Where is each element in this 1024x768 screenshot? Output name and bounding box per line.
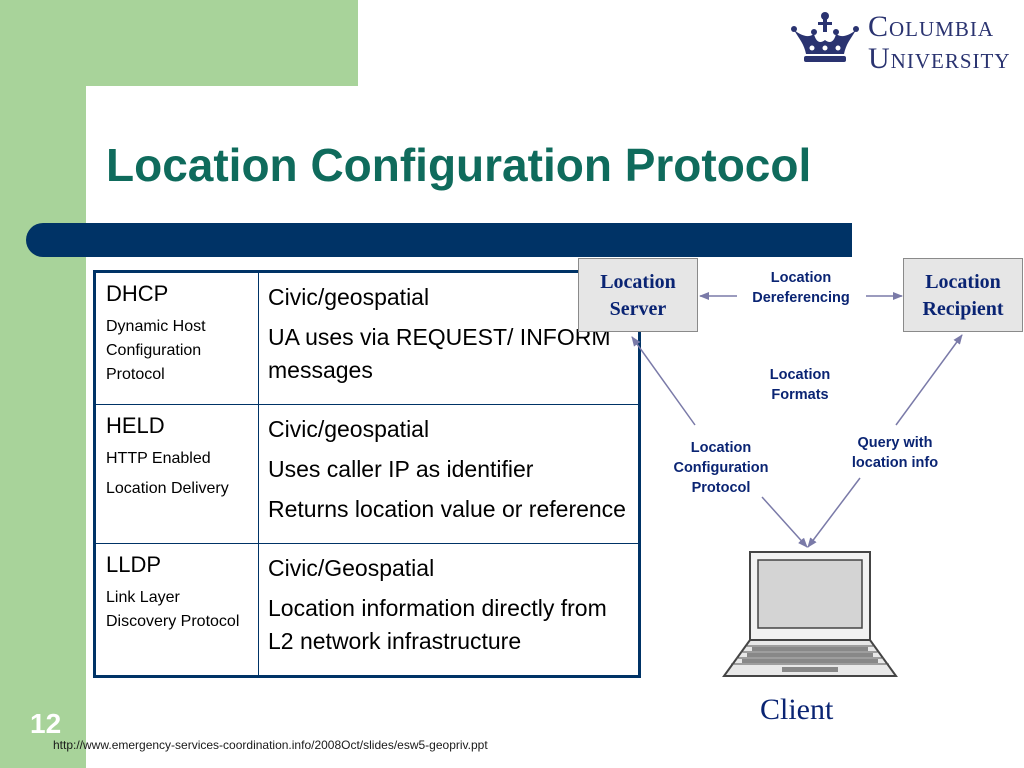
protocol-detail-line: UA uses via REQUEST/ INFORM messages bbox=[268, 324, 611, 383]
formats-label: Location Formats bbox=[769, 367, 831, 403]
protocol-detail-line: Uses caller IP as identifier bbox=[268, 456, 534, 482]
lcp-arrow-to-server bbox=[631, 336, 696, 426]
query-arrow-to-recipient bbox=[895, 334, 963, 426]
crown-icon bbox=[791, 12, 859, 62]
lcp-arrow-to-client bbox=[761, 496, 808, 548]
protocol-full-name-line: Location Delivery bbox=[106, 480, 229, 497]
location-recipient-box: Location Recipient bbox=[903, 258, 1023, 332]
slide-number: 12 bbox=[30, 708, 62, 739]
laptop-icon bbox=[722, 551, 898, 677]
protocol-details-cell: Civic/geospatial UA uses via REQUEST/ INF… bbox=[258, 271, 640, 405]
protocol-full-name-line: Link Layer Discovery Protocol bbox=[106, 589, 240, 630]
protocol-detail-line: Civic/Geospatial bbox=[268, 555, 435, 581]
table-row: DHCP Dynamic Host Configuration Protocol C… bbox=[94, 271, 640, 405]
query-arrow-to-client bbox=[807, 477, 861, 548]
protocol-full-name-line: Dynamic Host Configuration Protocol bbox=[106, 318, 206, 383]
slide-title: Location Configuration Protocol bbox=[106, 139, 812, 191]
protocol-detail-line: Civic/geospatial bbox=[268, 416, 430, 442]
dereferencing-label: Location Dereferencing bbox=[752, 270, 850, 306]
location-server-box: Location Server bbox=[578, 258, 698, 332]
query-label: Query with location info bbox=[851, 435, 939, 471]
protocol-full-name-line: HTTP Enabled bbox=[106, 450, 211, 467]
configuration-protocol-label: Location Configuration Protocol bbox=[673, 440, 769, 496]
top-band bbox=[0, 0, 358, 86]
side-band bbox=[0, 0, 86, 768]
protocol-detail-line: Location information directly from L2 ne… bbox=[268, 595, 607, 654]
protocol-name-cell: LLDP Link Layer Discovery Protocol bbox=[94, 543, 259, 677]
university-logo: Columbia University bbox=[790, 6, 1022, 76]
protocol-detail-line: Returns location value or reference bbox=[268, 496, 626, 522]
protocol-acronym: HELD bbox=[106, 413, 165, 438]
logo-text-columbia: Columbia bbox=[868, 10, 995, 43]
protocol-acronym: LLDP bbox=[106, 552, 162, 577]
client-label: Client bbox=[760, 693, 834, 726]
protocol-full-name: Dynamic Host Configuration Protocol bbox=[106, 315, 252, 387]
protocol-full-name: Link Layer Discovery Protocol bbox=[106, 586, 252, 634]
protocol-detail-line: Civic/geospatial bbox=[268, 284, 430, 310]
protocol-acronym: DHCP bbox=[106, 281, 169, 306]
source-url[interactable]: http://www.emergency-services-coordinati… bbox=[53, 738, 488, 752]
logo-text-university: University bbox=[868, 42, 1011, 75]
table-row: LLDP Link Layer Discovery Protocol Civic/G… bbox=[94, 543, 640, 677]
protocol-name-cell: DHCP Dynamic Host Configuration Protocol bbox=[94, 271, 259, 405]
title-underline-bar bbox=[26, 223, 852, 257]
